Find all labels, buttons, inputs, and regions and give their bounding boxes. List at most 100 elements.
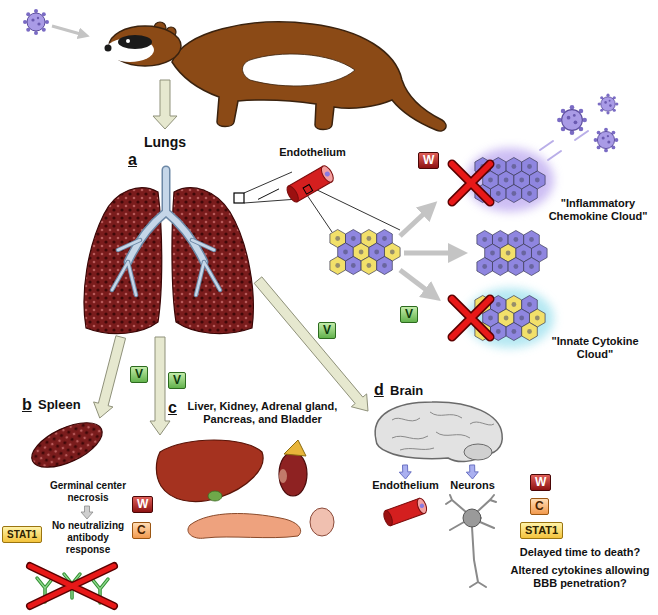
- badge-letter: STAT1: [7, 527, 37, 542]
- antibody-group: [30, 566, 114, 606]
- organ-illustration: [156, 440, 263, 502]
- gene-badge: STAT1: [520, 522, 563, 539]
- cell-cluster: [524, 258, 540, 276]
- badge-letter: V: [173, 373, 181, 388]
- strain-badge: W: [530, 474, 551, 491]
- panel-letter: c: [168, 398, 177, 417]
- flow-arrow: [81, 506, 93, 519]
- spleen-illustration: [25, 414, 108, 477]
- virus-particle: [23, 9, 84, 35]
- antibody-group: [30, 566, 114, 606]
- antibody-group: [30, 566, 114, 606]
- blood-vessel: [303, 185, 313, 195]
- brain-illustration: [392, 412, 494, 450]
- blood-vessel: [419, 503, 425, 509]
- node-title: Spleen: [38, 397, 98, 413]
- zoom-connector: [258, 189, 279, 200]
- flow-arrow: [94, 336, 126, 418]
- badge-letter: V: [135, 367, 143, 382]
- flow-arrow: [150, 337, 170, 435]
- lung-illustration: [112, 240, 220, 295]
- badge-letter: STAT1: [525, 523, 558, 538]
- cell-cluster: [477, 258, 493, 276]
- panel-letter: a: [128, 150, 137, 169]
- block-cross: [452, 299, 490, 337]
- organ-illustration: [208, 491, 222, 501]
- virion-group: [598, 94, 619, 115]
- organ-illustration: [279, 452, 307, 496]
- strain-badge: V: [168, 372, 186, 389]
- block-cross: [452, 299, 490, 337]
- lung-illustration: [84, 170, 253, 334]
- strain-badge: V: [130, 366, 148, 383]
- zoom-line: [305, 187, 400, 232]
- strain-badge: W: [418, 152, 439, 169]
- flow-arrow: [466, 465, 478, 479]
- virion-group: [557, 105, 587, 135]
- node-title: Liver, Kidney, Adrenal gland, Pancreas, …: [180, 400, 345, 426]
- flow-arrow: [400, 270, 433, 295]
- cell-cluster: [330, 257, 346, 275]
- brain-illustration: [464, 444, 492, 460]
- flow-arrow: [153, 80, 177, 129]
- blood-vessel: [319, 164, 336, 184]
- flow-arrow: [153, 80, 177, 129]
- question-note: Altered cytokines allowing BBB penetrati…: [505, 564, 655, 590]
- brain-illustration: [375, 402, 502, 462]
- flow-arrow: [404, 251, 458, 256]
- virus-particle: [52, 26, 84, 35]
- organ-illustration: [188, 514, 301, 539]
- badge-letter: W: [535, 475, 546, 490]
- virion-group: [594, 128, 619, 153]
- illustration-space: [372, 492, 439, 534]
- badge-letter: V: [323, 323, 331, 338]
- ferret-illustration: [105, 45, 112, 52]
- cell-cluster: [377, 257, 393, 275]
- virion-group: [540, 131, 588, 160]
- blood-vessel: [382, 509, 394, 526]
- node-title: "Innate Cytokine Cloud": [545, 335, 645, 361]
- virus-particle: [23, 9, 49, 35]
- strain-badge: V: [400, 306, 418, 323]
- ferret-illustration: [126, 39, 130, 43]
- organ-illustration: [310, 508, 334, 536]
- vessel-callout: Endothelium: [279, 146, 346, 203]
- strain-badge: C: [132, 522, 151, 539]
- cytokine-cloud: "Innate Cytokine Cloud": [455, 285, 555, 351]
- spleen-illustration: Spleen: [30, 418, 105, 472]
- node-title: Endothelium: [279, 146, 346, 159]
- cytokine-cloud: [466, 288, 554, 348]
- lung-illustration: [84, 188, 162, 334]
- badge-letter: W: [423, 153, 434, 168]
- blood-vessel: [285, 164, 336, 204]
- cell-cluster: [493, 258, 509, 276]
- flow-arrow: [81, 506, 93, 519]
- finding-note: Germinal center necrosis: [46, 480, 130, 504]
- organ-illustration: [284, 440, 306, 456]
- chemokine-cloud: [506, 185, 522, 203]
- cell-cluster: [346, 257, 362, 275]
- lung-illustration: [112, 170, 220, 295]
- lung-illustration: [128, 170, 204, 262]
- flow-arrow: [400, 208, 430, 236]
- ferret-illustration: [243, 54, 356, 86]
- neuron-illustration: [463, 509, 481, 527]
- neuron-illustration: [446, 495, 496, 587]
- vessel-callout: Endothelium: [372, 479, 439, 534]
- cytokine-cloud: [522, 323, 538, 341]
- flow-arrow: [254, 277, 368, 411]
- badge-letter: V: [405, 307, 413, 322]
- chemokine-cloud: [522, 185, 538, 203]
- lung-illustration: [234, 193, 244, 203]
- node-title: Endothelium: [372, 479, 439, 492]
- neuron-illustration: [470, 527, 486, 587]
- chemokine-cloud: "Inflammatory Chemokine Cloud": [455, 142, 555, 220]
- question-note: Delayed time to death?: [505, 546, 655, 559]
- spleen-illustration: [25, 414, 108, 477]
- blood-vessel: [382, 497, 428, 527]
- cell-cluster: [361, 257, 377, 275]
- finding-note: No neutralizing antibody response: [46, 520, 130, 556]
- ferret-illustration: [118, 35, 152, 49]
- strain-badge: W: [132, 496, 153, 513]
